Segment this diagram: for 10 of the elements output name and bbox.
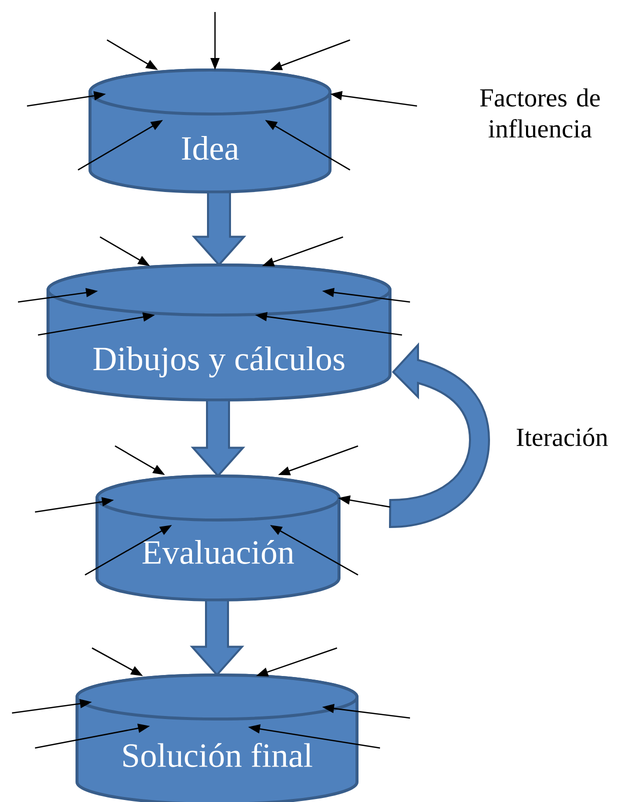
note-text: Factores de influencia (480, 88, 600, 138)
block-arrow (190, 399, 246, 478)
cylinder: Dibujos y cálculos (46, 264, 392, 402)
block-arrow (190, 599, 244, 676)
cylinder: Evaluación (96, 474, 340, 602)
cylinder: Idea (88, 68, 332, 194)
cylinder: Solución final (76, 674, 358, 802)
block-arrow (192, 191, 246, 266)
edge-label: Iteración (514, 426, 610, 448)
curved-block-arrow (389, 344, 490, 528)
